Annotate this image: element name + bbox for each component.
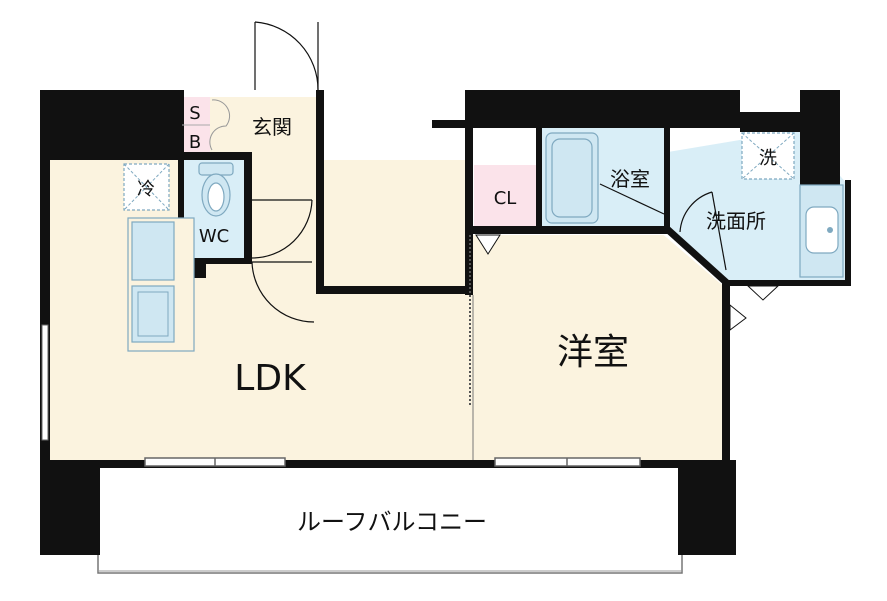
balcony-outline [97,465,683,574]
fridge-label: 冷 [137,179,155,200]
diagonal-wall [663,225,731,287]
bathtub-icon [545,132,599,224]
toilet-icon [198,162,234,217]
entrance-label: 玄関 [252,115,292,139]
washer-space [741,132,795,180]
fridge-space [123,163,170,211]
washbasin-icon [799,184,844,278]
closet-door-marker [475,234,501,255]
washer-label: 洗 [759,148,777,169]
western-room-label: 洋室 [557,332,629,373]
ldk-door [251,261,315,323]
entrance-door [254,21,319,91]
entrance-floor [210,97,320,152]
entrance-step [209,99,231,151]
hall-floor [250,152,320,288]
western-room-floor [470,235,725,460]
vent-marker-1 [746,285,780,301]
kitchen-stove [131,221,175,281]
wc-label: WC [199,226,229,247]
walls [40,90,851,555]
shoe-box-label-s: S [189,103,200,124]
washroom-label: 洗面所 [706,209,766,233]
wc-door [251,199,313,259]
bath-door [599,183,665,215]
bath-label: 浴室 [610,167,650,191]
vent-marker-2 [729,303,747,331]
closet-floor [474,165,536,227]
side-window [41,324,49,441]
balcony-label: ルーフバルコニー [297,508,487,536]
washroom-door [679,191,727,271]
ldk-label: LDK [234,358,307,399]
shoe-box-label-b: B [189,132,201,153]
closet-label: CL [494,188,517,209]
windows [144,457,641,467]
